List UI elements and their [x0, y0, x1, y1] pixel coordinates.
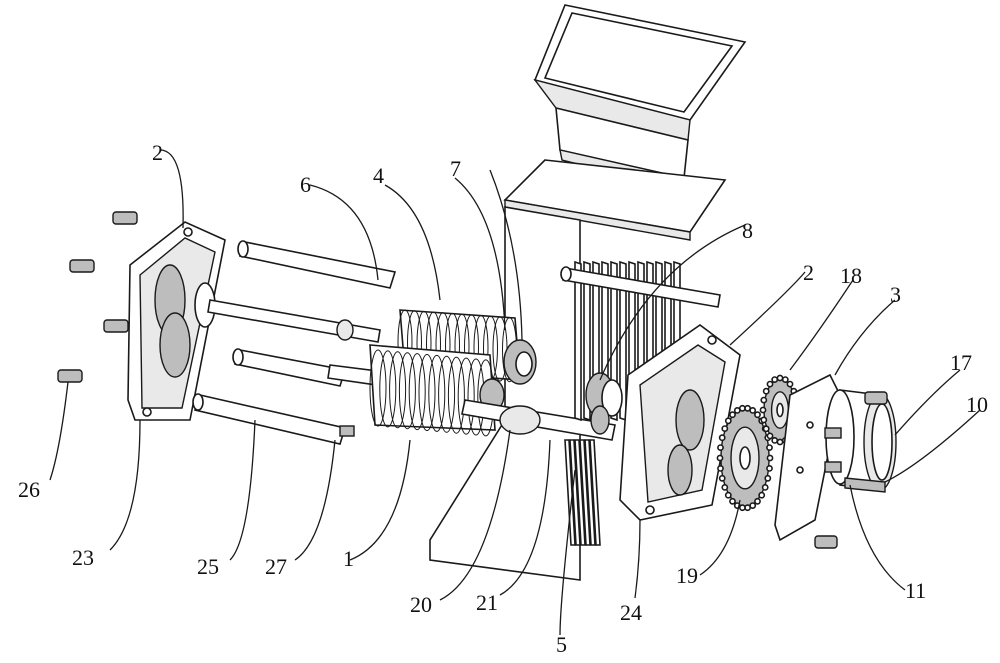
- large-gear: [716, 404, 774, 512]
- label-19: 19: [676, 563, 698, 588]
- label-27: 27: [265, 554, 287, 579]
- top-rod: [560, 266, 721, 308]
- label-18: 18: [840, 263, 862, 288]
- label-8: 8: [742, 218, 753, 243]
- right-bearings: [585, 372, 623, 435]
- leader-lines: [49, 149, 981, 636]
- lower-roller: [369, 344, 496, 437]
- label-4: 4: [373, 163, 384, 188]
- motor: [824, 389, 897, 493]
- right-end-plate: [619, 324, 741, 521]
- hopper: [503, 4, 747, 241]
- label-26: 26: [18, 477, 40, 502]
- label-17: 17: [950, 350, 972, 375]
- label-7: 7: [450, 156, 461, 181]
- label-24: 24: [620, 600, 642, 625]
- label-5: 5: [556, 632, 567, 657]
- label-11: 11: [905, 578, 926, 603]
- front-shaft: [461, 399, 616, 441]
- label-21: 21: [476, 590, 498, 615]
- label-10: 10: [966, 392, 988, 417]
- left-screws: [57, 211, 138, 383]
- label-1: 1: [343, 546, 354, 571]
- label-2-right: 2: [803, 260, 814, 285]
- label-20: 20: [410, 592, 432, 617]
- label-6: 6: [300, 172, 311, 197]
- tie-rods: [192, 240, 397, 445]
- label-3: 3: [890, 282, 901, 307]
- cover-plate: [774, 373, 841, 542]
- right-screws: [814, 391, 888, 549]
- part-labels: 2 6 4 7 8 2 18 3 17 10 11 19 24 5 21 20 …: [18, 140, 988, 657]
- left-end-plate: [127, 221, 226, 421]
- label-2-left: 2: [152, 140, 163, 165]
- label-25: 25: [197, 554, 219, 579]
- label-23: 23: [72, 545, 94, 570]
